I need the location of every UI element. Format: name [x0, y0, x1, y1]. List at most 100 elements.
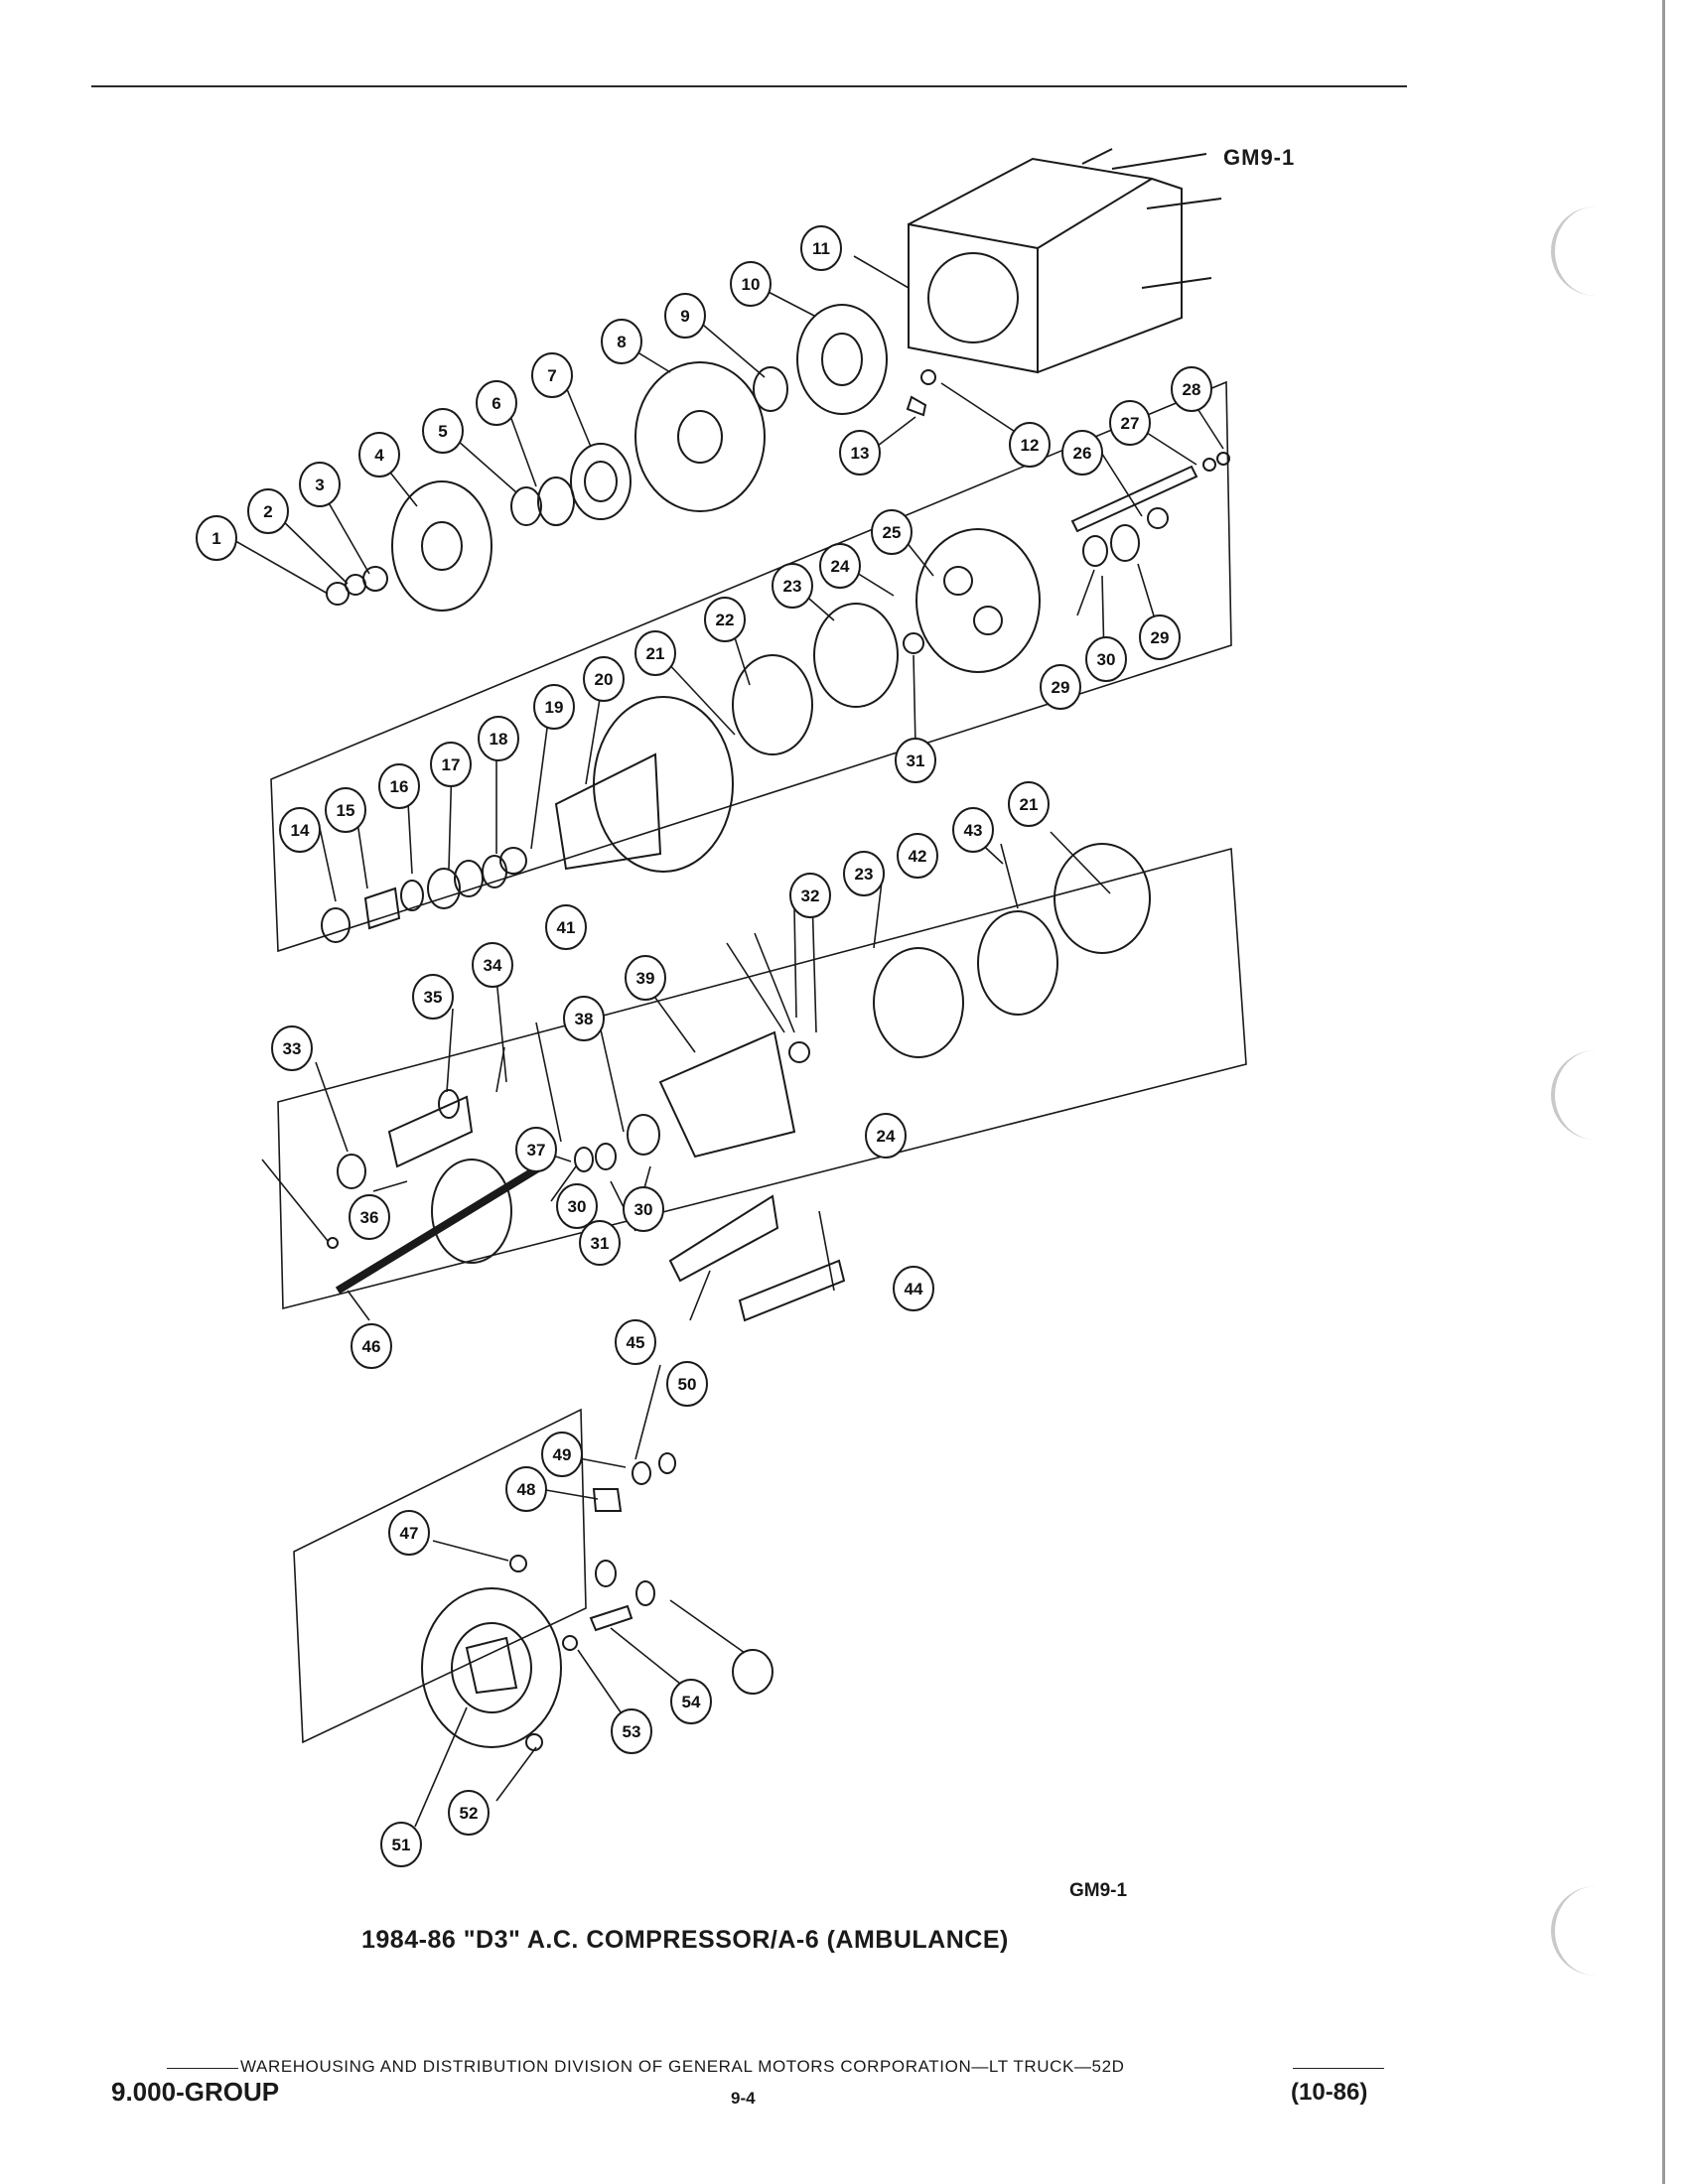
callout-51: 51 — [380, 1822, 422, 1867]
callout-circle — [666, 1361, 708, 1407]
callout-circle — [1085, 636, 1127, 682]
callout-number: 46 — [362, 1337, 381, 1356]
callout-6: 6 — [476, 380, 517, 426]
leader-lines — [229, 255, 1224, 1828]
callout-number: 23 — [855, 865, 874, 884]
callout-circle — [279, 807, 321, 853]
callout-number: 7 — [547, 366, 556, 385]
page-edge — [1662, 0, 1665, 2184]
callout-number: 47 — [400, 1524, 419, 1543]
callout-number: 45 — [627, 1333, 645, 1352]
callout-number: 38 — [575, 1010, 594, 1028]
callout-36: 36 — [349, 1194, 390, 1240]
callout-number: 34 — [484, 956, 502, 975]
callout-circle — [579, 1220, 621, 1266]
callout-3: 3 — [299, 462, 341, 507]
date-code: (10-86) — [1291, 2079, 1368, 2106]
callout-number: 37 — [527, 1141, 546, 1160]
callout-23: 23 — [772, 563, 813, 609]
callout-number: 41 — [557, 918, 576, 937]
callout-circle — [388, 1510, 430, 1556]
page-number: 9-4 — [731, 2089, 756, 2108]
callout-24: 24 — [865, 1113, 907, 1159]
callout-number: 43 — [964, 821, 983, 840]
callout-number: 44 — [905, 1280, 923, 1298]
callout-number: 32 — [801, 887, 820, 905]
callout-5: 5 — [422, 408, 464, 454]
callout-circle — [1040, 664, 1081, 710]
callout-14: 14 — [279, 807, 321, 853]
callout-12: 12 — [1009, 422, 1051, 468]
callout-number: 17 — [442, 755, 461, 774]
callout-11: 11 — [800, 225, 842, 271]
callout-circle — [730, 261, 772, 307]
callout-number: 24 — [877, 1127, 896, 1146]
callout-22: 22 — [704, 597, 746, 642]
callout-circle — [897, 833, 938, 879]
callout-circle — [871, 509, 913, 555]
callout-number: 54 — [682, 1693, 701, 1711]
callout-35: 35 — [412, 974, 454, 1020]
callout-27: 27 — [1109, 400, 1151, 446]
callout-number: 9 — [680, 307, 689, 326]
binder-hole — [1551, 1886, 1615, 1976]
figure-code-bottom: GM9-1 — [1069, 1880, 1128, 1901]
callout-number: 49 — [553, 1445, 572, 1464]
callout-circle — [895, 738, 936, 783]
callout-circle — [615, 1319, 656, 1365]
callout-circle — [583, 656, 625, 702]
callout-circle — [349, 1194, 390, 1240]
callout-number: 53 — [623, 1722, 641, 1741]
callout-number: 21 — [1020, 795, 1039, 814]
callout-circle — [623, 1186, 664, 1232]
callout-circle — [843, 851, 885, 896]
callout-number: 52 — [460, 1804, 479, 1823]
callout-number: 50 — [678, 1375, 697, 1394]
callout-circle — [430, 742, 472, 787]
callout-number: 28 — [1183, 380, 1201, 399]
callout-circle — [556, 1183, 598, 1229]
section-2-parts — [321, 452, 1230, 943]
group-label: 9.000-GROUP — [111, 2077, 280, 2107]
callout-31: 31 — [579, 1220, 621, 1266]
callout-number: 27 — [1121, 414, 1140, 433]
callout-number: 19 — [545, 698, 564, 717]
callout-number: 20 — [595, 670, 614, 689]
callout-number: 35 — [424, 988, 443, 1007]
callout-circle — [1139, 614, 1181, 660]
section-frame-4 — [293, 1408, 587, 1744]
section-frame-2 — [270, 380, 1232, 953]
callout-2: 2 — [247, 488, 289, 534]
callout-number: 13 — [851, 444, 870, 463]
callout-circle — [378, 763, 420, 809]
callout-circle — [1171, 366, 1212, 412]
callout-29: 29 — [1139, 614, 1181, 660]
callout-47: 47 — [388, 1510, 430, 1556]
callout-circle — [545, 904, 587, 950]
callout-43: 43 — [952, 807, 994, 853]
callout-17: 17 — [430, 742, 472, 787]
callout-18: 18 — [478, 716, 519, 761]
callout-circle — [625, 955, 666, 1001]
callout-20: 20 — [583, 656, 625, 702]
figure-caption: 1984-86 "D3" A.C. COMPRESSOR/A-6 (AMBULA… — [361, 1926, 1009, 1954]
clutch-parts-row — [326, 304, 936, 612]
callout-31: 31 — [895, 738, 936, 783]
callout-circle — [1009, 422, 1051, 468]
callout-circle — [271, 1025, 313, 1071]
callout-circle — [670, 1679, 712, 1724]
callout-number: 33 — [283, 1039, 302, 1058]
callout-circle — [515, 1127, 557, 1172]
callout-number: 15 — [337, 801, 355, 820]
callout-42: 42 — [897, 833, 938, 879]
callout-circle — [412, 974, 454, 1020]
callout-26: 26 — [1061, 430, 1103, 476]
figure-code-top: GM9-1 — [1223, 145, 1296, 170]
callout-circle — [448, 1790, 490, 1836]
callout-8: 8 — [601, 319, 642, 364]
compressor-front-housing — [908, 148, 1222, 374]
callout-circle — [1008, 781, 1050, 827]
binder-hole — [1551, 206, 1615, 296]
callout-circle — [893, 1266, 934, 1311]
callout-undefined — [732, 1649, 774, 1695]
